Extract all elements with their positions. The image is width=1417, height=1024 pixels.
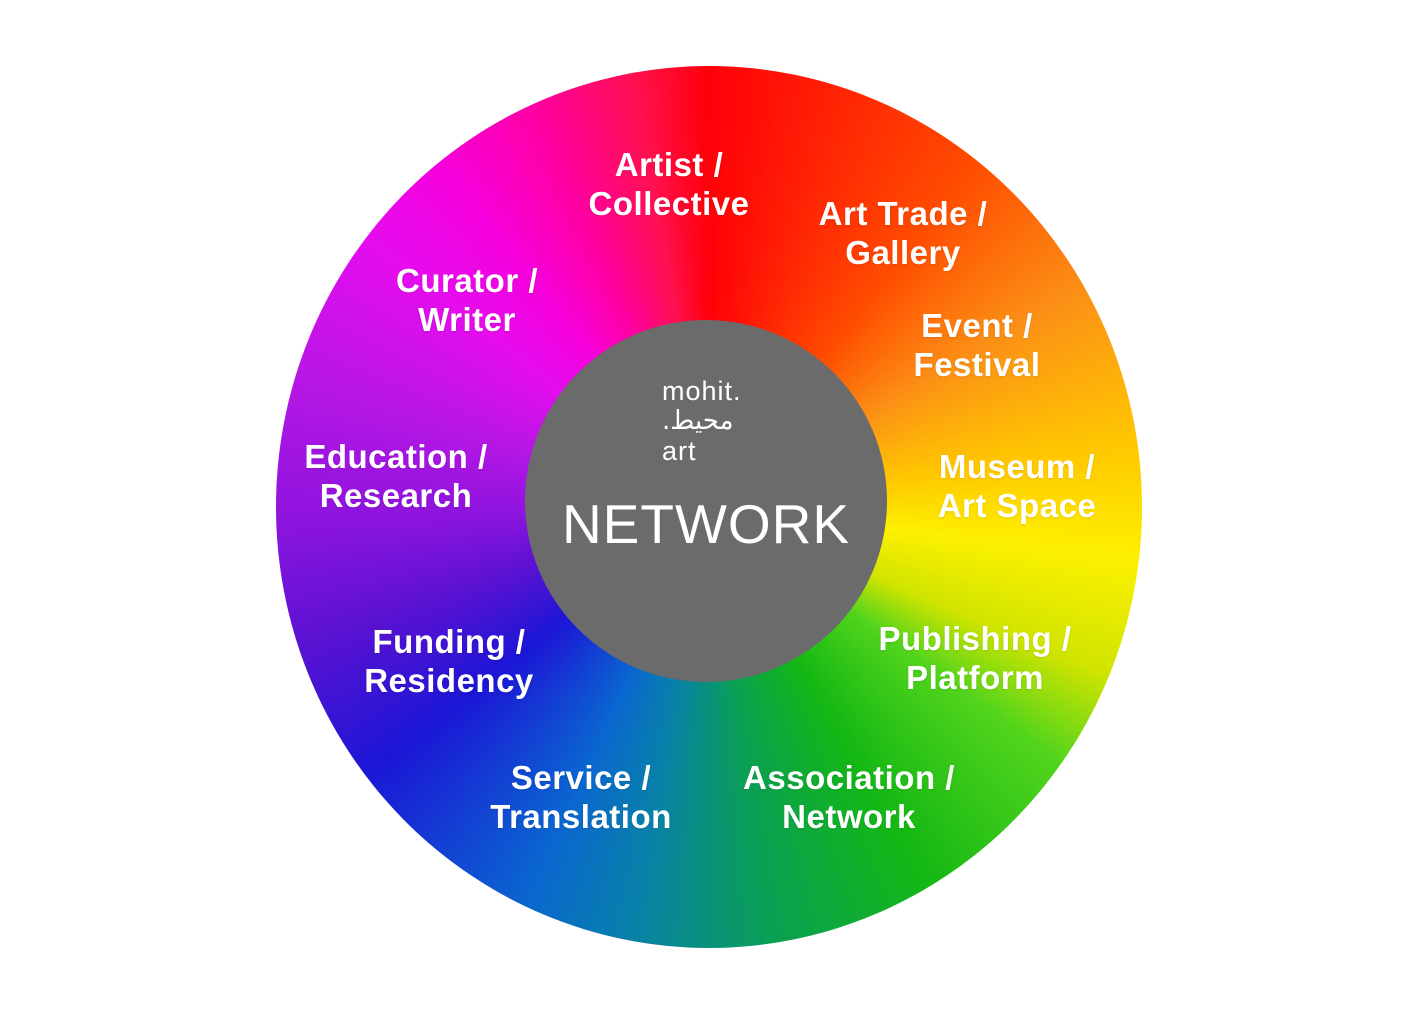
segment-label-artist-collective: Artist /Collective: [589, 145, 750, 223]
segment-label-line: Funding /: [372, 623, 526, 660]
segment-label-line: Art Trade /: [818, 195, 988, 232]
segment-label-association-network: Association /Network: [743, 758, 955, 836]
segment-label-line: Platform: [906, 659, 1044, 696]
segment-label-line: Network: [782, 798, 916, 835]
segment-label-line: Publishing /: [878, 620, 1072, 657]
segment-label-line: Festival: [913, 346, 1041, 383]
network-title: NETWORK: [561, 493, 851, 555]
segment-label-line: Writer: [418, 301, 516, 338]
segment-label-line: Museum /: [938, 448, 1096, 485]
segment-label-line: Gallery: [845, 234, 961, 271]
segment-label-line: Translation: [490, 798, 672, 835]
segment-label-art-trade-gallery: Art Trade /Gallery: [819, 194, 988, 272]
segment-label-service-translation: Service /Translation: [490, 758, 672, 836]
segment-label-line: Research: [319, 477, 473, 514]
brand-line-mohit: mohit.: [662, 376, 742, 406]
segment-label-education-research: Education /Research: [304, 437, 487, 515]
segment-label-line: Association /: [743, 759, 955, 796]
segment-label-event-festival: Event /Festival: [914, 306, 1041, 384]
brand-line-art: art: [662, 436, 697, 466]
segment-label-publishing-platform: Publishing /Platform: [879, 619, 1072, 697]
segment-label-line: Curator /: [395, 262, 539, 299]
segment-label-line: Education /: [304, 438, 488, 475]
segment-label-line: Service /: [510, 759, 652, 796]
segment-label-curator-writer: Curator /Writer: [396, 261, 538, 339]
segment-label-line: Art Space: [937, 487, 1097, 524]
segment-label-museum-art-space: Museum /Art Space: [938, 447, 1097, 525]
segment-label-funding-residency: Funding /Residency: [364, 622, 534, 700]
segment-label-line: Artist /: [614, 146, 724, 183]
brand-line-arabic: محيط.: [662, 406, 734, 436]
segment-label-line: Event /: [921, 307, 1033, 344]
segment-label-line: Residency: [364, 662, 534, 699]
center-circle: mohit. محيط. art NETWORK: [525, 320, 887, 682]
brand-logo: mohit. محيط. art: [662, 376, 742, 466]
segment-label-line: Collective: [588, 185, 750, 222]
